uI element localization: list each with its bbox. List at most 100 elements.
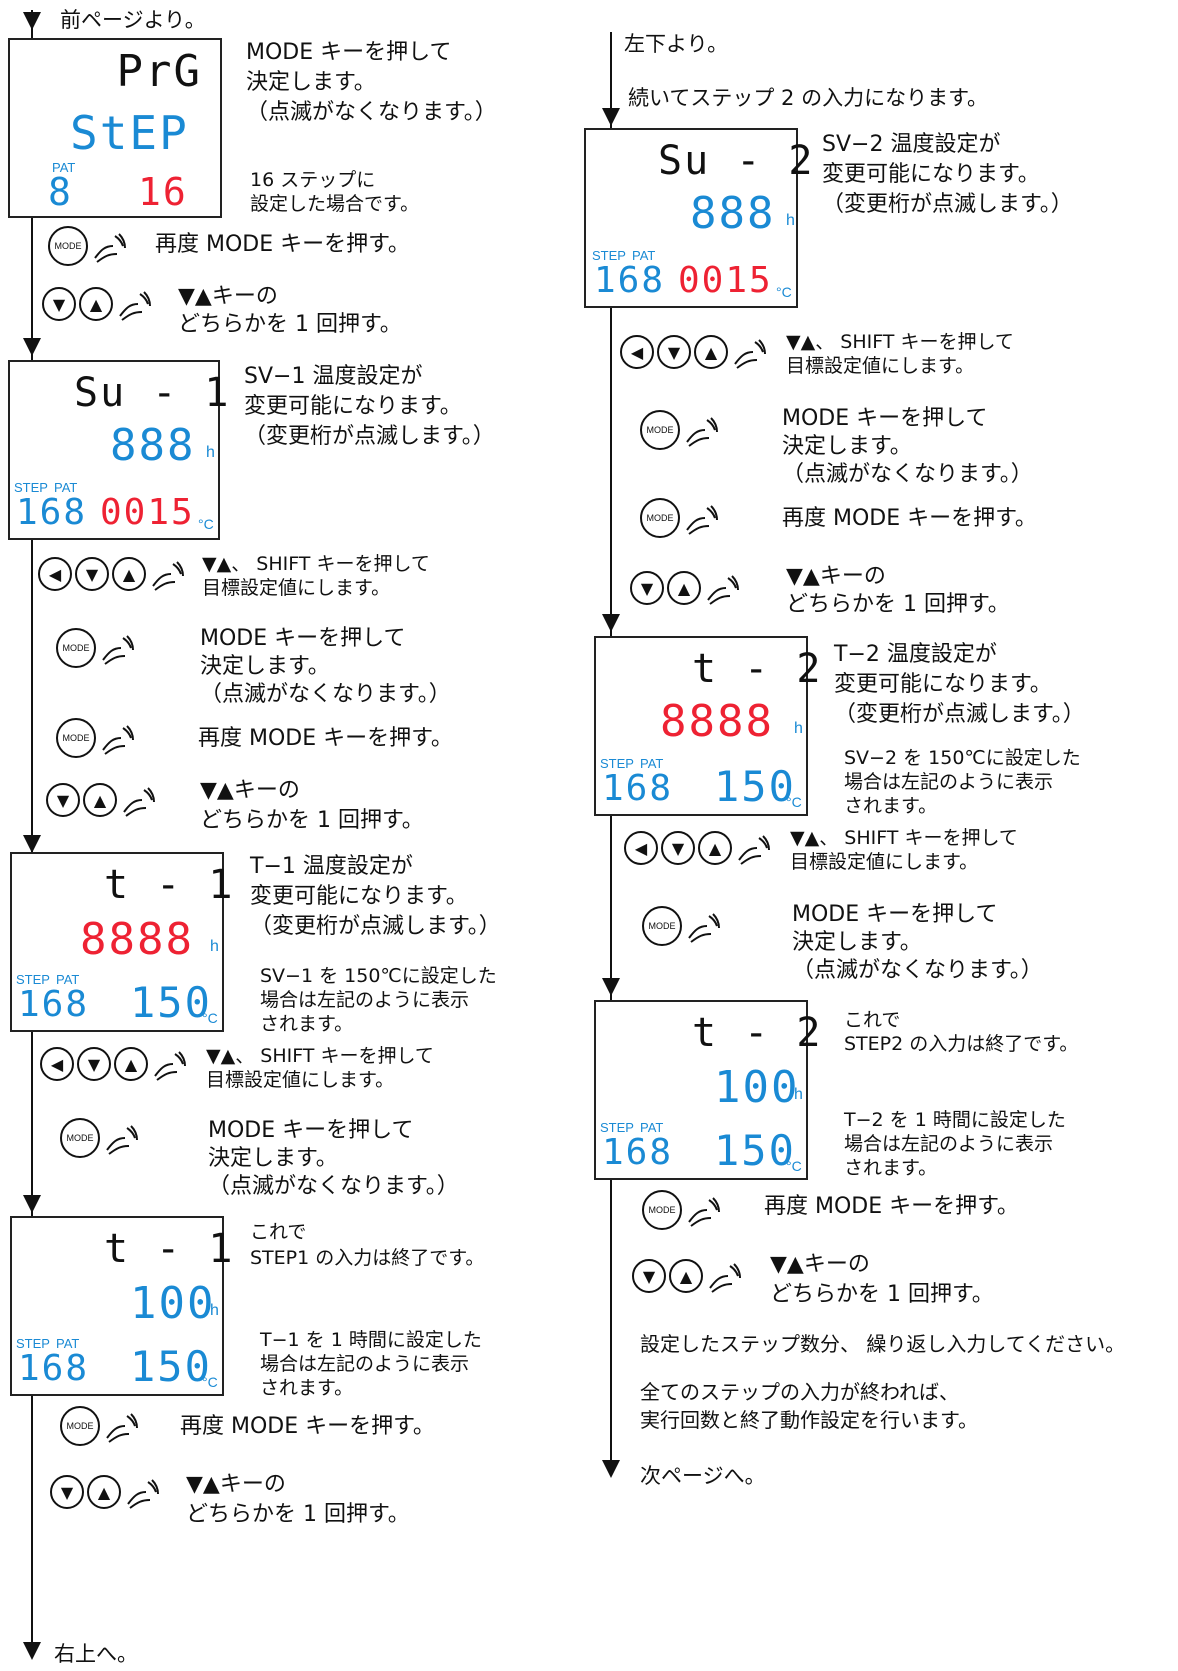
left-key-icon[interactable]: ◀ xyxy=(624,831,658,865)
up-key-icon[interactable]: ▲ xyxy=(83,783,117,817)
up-key-icon[interactable]: ▲ xyxy=(694,335,728,369)
hand-press-icon xyxy=(119,291,151,321)
down-key-icon[interactable]: ▼ xyxy=(42,287,76,321)
note-line: T−1 を 1 時間に設定した xyxy=(260,1329,482,1351)
mode-key-icon[interactable]: MODE xyxy=(56,718,96,758)
instr: ▼▲キーの xyxy=(178,284,278,309)
left-key-icon[interactable]: ◀ xyxy=(38,557,72,591)
desc-line: T−1 温度設定が xyxy=(250,854,413,879)
down-key-icon[interactable]: ▼ xyxy=(46,783,80,817)
mode-key-icon[interactable]: MODE xyxy=(56,628,96,668)
hand-press-icon xyxy=(688,913,720,943)
updown-key-row: ▼ ▲ xyxy=(632,1258,742,1294)
lcd-stp: 168 xyxy=(602,768,674,809)
up-key-icon[interactable]: ▲ xyxy=(698,831,732,865)
down-key-icon[interactable]: ▼ xyxy=(75,557,109,591)
instr: MODE キーを押して xyxy=(782,406,988,431)
down-key-icon[interactable]: ▼ xyxy=(657,335,691,369)
unit-h: h xyxy=(794,1086,803,1103)
arrow-down-icon xyxy=(602,108,620,126)
instr: ▼▲キーの xyxy=(200,778,300,803)
lcd-top: t - 2 xyxy=(692,646,823,692)
pat-label: PAT xyxy=(54,480,78,495)
down-key-icon[interactable]: ▼ xyxy=(50,1475,84,1509)
note-line: されます。 xyxy=(260,1377,354,1399)
lcd-panel-t2: t - 2 8888 h STEP PAT 168 150 °C xyxy=(594,636,820,816)
lcd-panel-su1: Su - 1 888 h STEP PAT 168 0015 °C xyxy=(8,360,229,540)
unit-c: °C xyxy=(786,1158,802,1174)
pat-label: PAT xyxy=(52,160,76,175)
unit-h: h xyxy=(206,444,215,461)
instr: （点滅がなくなります。） xyxy=(792,958,1043,983)
down-key-icon[interactable]: ▼ xyxy=(77,1047,111,1081)
lcd-top: t - 1 xyxy=(104,1226,235,1272)
shift-key-row: ◀ ▼ ▲ xyxy=(38,556,185,592)
hand-press-icon xyxy=(738,835,770,865)
arrow-down-icon xyxy=(23,1195,41,1213)
instr: 決定します。 xyxy=(200,654,330,679)
note-line: T−2 を 1 時間に設定した xyxy=(844,1109,1066,1131)
up-key-icon[interactable]: ▲ xyxy=(667,571,701,605)
desc-line: MODE キーを押して xyxy=(246,40,452,65)
desc-line: 変更可能になります。 xyxy=(250,884,468,909)
mode-key-icon[interactable]: MODE xyxy=(640,410,680,450)
prev-page-label: 前ページより。 xyxy=(60,8,206,32)
down-key-icon[interactable]: ▼ xyxy=(630,571,664,605)
final-note: 実行回数と終了動作設定を行います。 xyxy=(640,1408,978,1432)
lcd-bottom: 150 xyxy=(130,1342,212,1391)
pat-label: PAT xyxy=(632,248,656,263)
hand-press-icon xyxy=(106,1125,138,1155)
desc-line: （変更桁が点滅します。） xyxy=(244,424,495,449)
left-key-icon[interactable]: ◀ xyxy=(620,335,654,369)
up-key-icon[interactable]: ▲ xyxy=(112,557,146,591)
final-note: 全てのステップの入力が終われば、 xyxy=(640,1380,959,1404)
instr: 目標設定値にします。 xyxy=(202,577,391,599)
shift-key-row: ◀ ▼ ▲ xyxy=(620,334,767,370)
pat-label: PAT xyxy=(56,972,80,987)
mode-key-icon[interactable]: MODE xyxy=(48,226,88,266)
unit-h: h xyxy=(210,938,219,955)
lcd-top: Su - 2 xyxy=(658,138,815,184)
instr: ▼▲、 SHIFT キーを押して xyxy=(786,331,1014,353)
updown-key-row: ▼ ▲ xyxy=(630,570,740,606)
pat-label: PAT xyxy=(640,756,664,771)
lcd-panel-prg: PrG StEP PAT 8 16 xyxy=(8,38,222,218)
repeat-note: 設定したステップ数分、 繰り返し入力してください。 xyxy=(640,1332,1126,1356)
instr: ▼▲キーの xyxy=(186,1472,286,1497)
mode-key-row: MODE xyxy=(56,718,135,758)
mode-key-icon[interactable]: MODE xyxy=(640,498,680,538)
mode-key-icon[interactable]: MODE xyxy=(642,906,682,946)
lcd-top: Su - 1 xyxy=(74,370,231,416)
hand-press-icon xyxy=(102,635,134,665)
down-key-icon[interactable]: ▼ xyxy=(632,1259,666,1293)
mode-key-icon[interactable]: MODE xyxy=(60,1406,100,1446)
instr: ▼▲キーの xyxy=(786,564,886,589)
down-key-icon[interactable]: ▼ xyxy=(661,831,695,865)
note-line: されます。 xyxy=(260,1013,354,1035)
unit-c: °C xyxy=(202,1010,218,1026)
instr: どちらかを 1 回押す。 xyxy=(178,312,402,337)
mode-key-icon[interactable]: MODE xyxy=(642,1190,682,1230)
note-line: されます。 xyxy=(844,1157,938,1179)
up-key-icon[interactable]: ▲ xyxy=(669,1259,703,1293)
mode-key-icon[interactable]: MODE xyxy=(60,1118,100,1158)
mode-key-row: MODE xyxy=(640,410,719,450)
note-line: 場合は左記のように表示 xyxy=(844,1133,1054,1155)
mode-key-row: MODE xyxy=(60,1118,139,1158)
left-key-icon[interactable]: ◀ xyxy=(40,1047,74,1081)
lcd-mid: 888 xyxy=(690,188,776,239)
instr: 目標設定値にします。 xyxy=(786,355,975,377)
up-key-icon[interactable]: ▲ xyxy=(79,287,113,321)
lcd-mid: 100 xyxy=(130,1278,216,1329)
unit-c: °C xyxy=(776,284,792,300)
instr: 再度 MODE キーを押す。 xyxy=(198,726,453,751)
desc-line: 変更可能になります。 xyxy=(244,394,462,419)
lcd-step: 16 xyxy=(138,170,188,214)
lcd-bottom: 150 xyxy=(130,978,212,1027)
up-key-icon[interactable]: ▲ xyxy=(114,1047,148,1081)
up-key-icon[interactable]: ▲ xyxy=(87,1475,121,1509)
lcd-panel-t1-done: t - 1 100 h STEP PAT 168 150 °C xyxy=(10,1216,232,1396)
mode-key-row: MODE xyxy=(640,498,719,538)
desc-line: これで xyxy=(250,1221,307,1243)
lcd-panel-t1: t - 1 8888 h STEP PAT 168 150 °C xyxy=(10,852,232,1032)
